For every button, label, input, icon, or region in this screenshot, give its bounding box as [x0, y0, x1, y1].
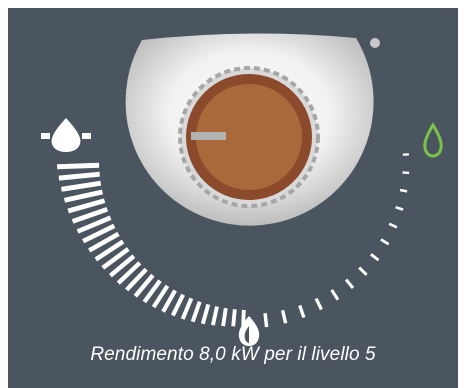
scale-tick: [63, 189, 104, 203]
scale-tick: [57, 162, 100, 170]
power-caption: Rendimento 8,0 kW per il livello 5: [90, 344, 376, 365]
scale-tick: [180, 297, 194, 320]
scale-tick: [125, 267, 148, 292]
scale-tick: [71, 207, 109, 224]
scale-tick: [358, 266, 368, 276]
scale-tick: [200, 303, 211, 325]
scale-tick: [395, 205, 404, 211]
power-knob[interactable]: [178, 66, 320, 208]
medium-flame-icon: [238, 316, 260, 346]
scale-tick: [58, 171, 100, 181]
scale-tick: [263, 313, 269, 328]
scale-tick: [221, 307, 228, 327]
scale-tick: [142, 279, 162, 304]
scale-tick: [151, 284, 170, 309]
dot-icon: [370, 38, 380, 48]
scale-tick: [67, 198, 106, 214]
scale-tick: [190, 301, 202, 323]
scale-tick: [61, 180, 102, 192]
scale-tick: [82, 223, 116, 244]
scale-tick: [94, 239, 125, 262]
scale-tick: [388, 222, 398, 229]
knob-inner: [196, 84, 302, 190]
scale-tick: [280, 309, 288, 324]
scale-tick: [108, 254, 136, 278]
scale-tick: [330, 289, 340, 301]
scale-tick: [133, 273, 155, 298]
scale-tick: [116, 261, 142, 285]
scale-tick: [380, 238, 390, 246]
scale-tick: [170, 293, 185, 317]
scale-tick: [76, 215, 112, 234]
scale-tick: [210, 306, 219, 326]
small-flame-icon: [423, 122, 443, 158]
power-scale: [57, 153, 410, 328]
scale-tick: [370, 253, 380, 262]
large-flame-icon: [41, 118, 91, 152]
scale-tick: [399, 188, 408, 193]
scale-tick: [344, 278, 355, 289]
scale-tick: [161, 289, 177, 313]
knob-pointer: [191, 132, 226, 140]
scale-tick: [88, 231, 120, 253]
scale-tick: [402, 171, 410, 175]
scale-tick: [101, 247, 130, 270]
scale-tick: [298, 304, 306, 319]
scale-tick: [314, 297, 323, 311]
scale-tick: [231, 309, 237, 327]
